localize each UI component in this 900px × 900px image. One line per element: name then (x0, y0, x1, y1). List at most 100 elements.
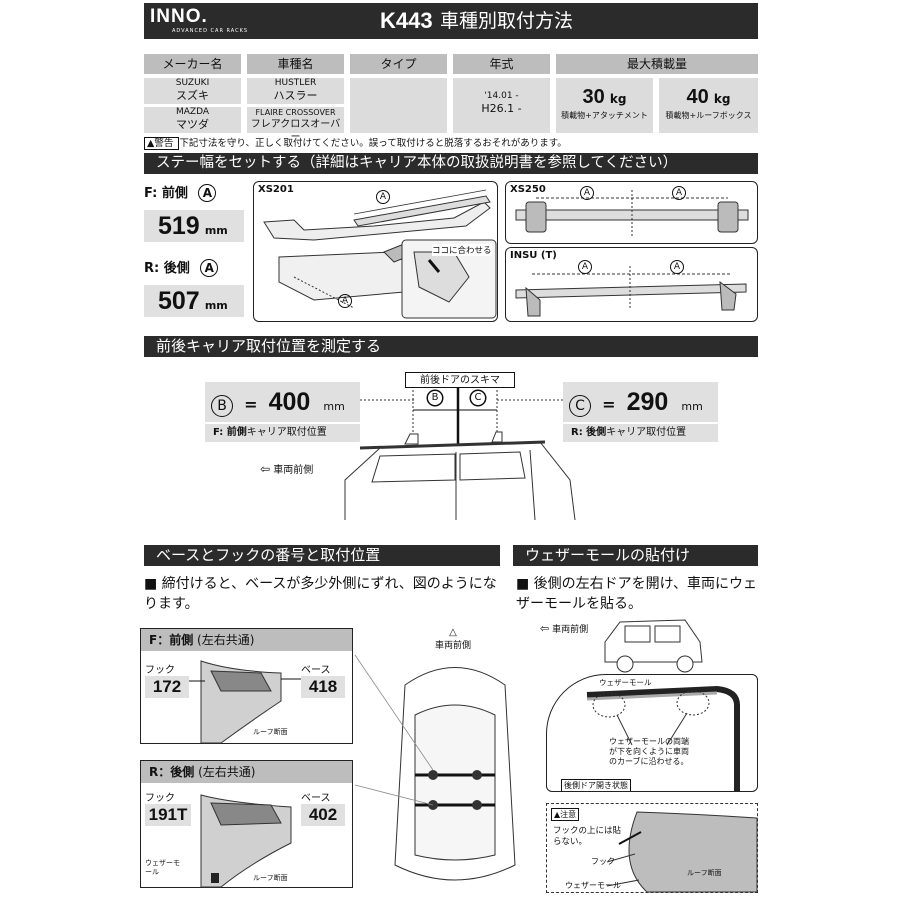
circle-a-icon: A (376, 190, 390, 204)
insu-illustration (515, 266, 747, 317)
rear-base-value: 402 (301, 804, 345, 826)
maker-mazda: MAZDA マツダ (144, 107, 241, 133)
model-flaire: FLAIRE CROSSOVER フレアクロスオーバー (247, 107, 344, 143)
c-caption: R: 後側キャリア取付位置 (563, 424, 718, 442)
xs201-label: XS201 (258, 184, 294, 195)
caution-triangle-icon: ▲ (554, 810, 561, 819)
xs250-label: XS250 (510, 184, 546, 195)
circle-a-icon: A (200, 259, 219, 277)
front-stay-value-box: 519 mm (144, 210, 244, 242)
stay-heading: ステー幅をセットする（詳細はキャリア本体の取扱説明書を参照してください） (144, 153, 758, 174)
table-header-model: 車種名 (247, 54, 344, 74)
front-direction-label: ⇦ 車両前側 (260, 462, 314, 476)
rear-stay-block: R: 後側 A 507 mm (144, 259, 244, 319)
circle-a-icon: A (580, 186, 594, 200)
table-header-maker: メーカー名 (144, 54, 241, 74)
weather-note: ■ 後側の左右ドアを開け、車両にウェザーモールを貼る。 (516, 576, 757, 612)
circle-a-icon: A (338, 294, 352, 308)
front-stay-block: F: 前側 A 519 mm (144, 184, 244, 244)
rear-roof-section-illustration (200, 794, 292, 888)
xs250-illustration (515, 190, 749, 238)
front-hook-label: フック 172 (145, 661, 189, 698)
page-title: 車種別取付方法 (440, 10, 574, 32)
weather-mold-description: ウェザーモールの両端が下を向くように車両のカーブに沿わせる。 (609, 737, 689, 766)
caution-text: フックの上には貼らない。 (553, 826, 622, 847)
arrow-left-icon: ⇦ (540, 622, 550, 635)
weather-car-illustration (604, 619, 703, 673)
front-detail-panel: F：前側 (左右共通) フック 172 ベース 418 ルーフ断面 (140, 628, 353, 744)
circle-a-icon: A (198, 184, 217, 202)
front-roof-section-illustration (189, 660, 301, 744)
rear-hook-value: 191T (145, 804, 191, 826)
front-detail-title: F：前側 (左右共通) (141, 629, 352, 651)
load-roofbox-value: 40 (686, 86, 709, 108)
b-value-box: B = 400 mm (205, 382, 360, 422)
circle-c-icon: C (569, 394, 591, 417)
weather-detail-panel: ウェザーモール ウェザーモールの両端が下を向くように車両のカーブに沿わせる。 後… (546, 674, 758, 792)
c-value: 290 (626, 388, 669, 416)
rear-base-label: ベース 402 (301, 789, 345, 826)
load-attachment-note: 積載物+アタッチメント (561, 111, 648, 120)
weather-mold-label: ウェザーモール (145, 859, 180, 876)
load-roofbox-unit: kg (713, 92, 731, 106)
circle-c-icon: C (470, 390, 486, 406)
front-base-value: 418 (301, 676, 345, 698)
xs250-panel: XS250 A A (505, 181, 758, 244)
base-hook-heading: ベースとフックの番号と取付位置 (144, 545, 500, 566)
rear-roof-section-label: ルーフ断面 (253, 874, 288, 882)
product-code: K443 (380, 8, 433, 33)
table-header-type: タイプ (350, 54, 447, 74)
align-here-label: ココに合わせる (432, 244, 492, 256)
circle-a-icon: A (672, 186, 686, 200)
logo-text: INNO. (150, 6, 208, 27)
rear-hook-label: フック 191T (145, 789, 191, 826)
front-roof-section-label: ルーフ断面 (253, 728, 288, 736)
header-bar (144, 3, 758, 39)
table-header-year: 年式 (453, 54, 550, 74)
logo-subtext: ADVANCED CAR RACKS (172, 28, 249, 34)
front-stay-value: 519 (158, 212, 200, 240)
c-measure-block: C = 290 mm R: 後側キャリア取付位置 (563, 382, 718, 444)
load-roofbox-note: 積載物+ルーフボックス (665, 111, 752, 120)
warning-line: ▲警告 下記寸法を守り、正しく取付けてください。誤って取付けると脱落するおそれが… (144, 137, 758, 151)
car-top-view-illustration (354, 654, 516, 881)
maker-suzuki: SUZUKI スズキ (144, 78, 241, 104)
warning-triangle-icon: ▲ (147, 138, 155, 149)
arrow-left-icon: ⇦ (260, 462, 271, 476)
weather-mold-illustration (586, 685, 740, 791)
load-attachment-value: 30 (582, 86, 605, 108)
weather-heading: ウェザーモールの貼付け (513, 545, 758, 566)
front-stay-label-row: F: 前側 A (144, 184, 244, 204)
model-hustler: HUSTLER ハスラー (247, 78, 344, 104)
circle-a-icon: A (578, 260, 592, 274)
car-front-label: △ 車両前側 (428, 627, 478, 652)
table-header-load: 最大積載量 (556, 54, 758, 74)
insu-panel: INSU (T) A A (505, 247, 758, 322)
circle-a-icon: A (670, 260, 684, 274)
load-attachment-cell: 30 kg 積載物+アタッチメント (556, 78, 653, 133)
front-base-label: ベース 418 (301, 661, 345, 698)
caution-roof-illustration (606, 811, 758, 893)
measure-heading: 前後キャリア取付位置を測定する (144, 336, 758, 357)
caution-hook-label: フック (591, 857, 615, 866)
load-attachment-unit: kg (609, 92, 627, 106)
brand-logo: INNO. ADVANCED CAR RACKS (150, 6, 260, 36)
caution-roof-section-label: ルーフ断面 (687, 869, 722, 877)
circle-b-icon: B (427, 390, 443, 406)
load-roofbox-cell: 40 kg 積載物+ルーフボックス (659, 78, 758, 133)
type-cell (350, 78, 447, 133)
door-open-state-label: 後側ドア開き状態 (561, 779, 631, 791)
front-hook-value: 172 (145, 676, 189, 698)
circle-b-icon: B (211, 394, 233, 417)
xs201-illustration (263, 189, 497, 319)
weather-front-direction: ⇦ 車両前側 (540, 622, 589, 635)
caution-badge: ▲注意 (551, 808, 580, 821)
rear-stay-value: 507 (158, 287, 200, 315)
c-value-box: C = 290 mm (563, 382, 718, 422)
triangle-up-icon: △ (449, 627, 457, 638)
rear-stay-label-row: R: 後側 A (144, 259, 244, 279)
xs201-panel: XS201 A A ココに合わせる (253, 181, 498, 322)
base-hook-note: ■ 締付けると、ベースが多少外側にずれ、図のようになります。 (144, 576, 497, 612)
warning-badge: ▲警告 (144, 137, 180, 150)
door-gap-label: 前後ドアのスキマ (405, 372, 515, 388)
